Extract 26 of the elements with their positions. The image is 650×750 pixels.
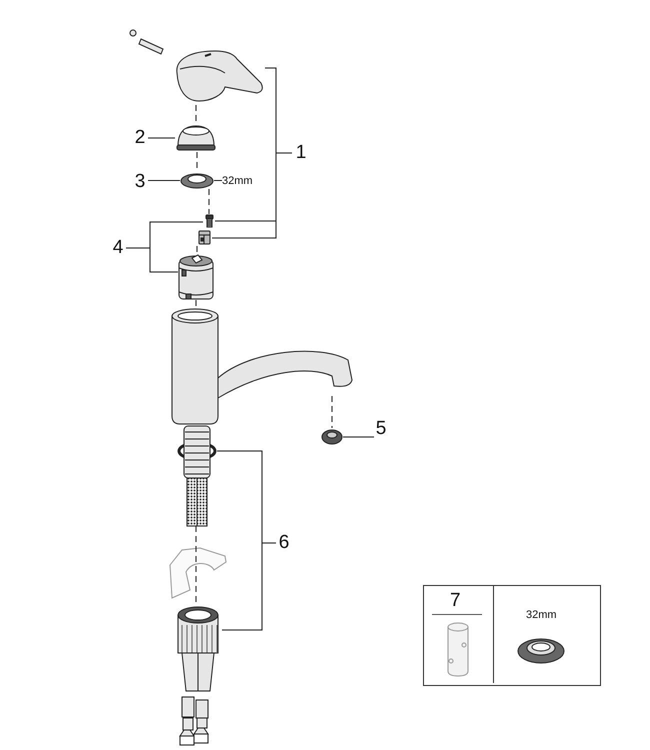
leader-line: [222, 542, 276, 630]
callout-number: 1: [292, 142, 310, 164]
callout-number: 7: [450, 590, 461, 612]
callout-number: 5: [374, 418, 388, 440]
nut-drawing: [180, 172, 214, 189]
assembly-line: [196, 246, 198, 254]
aerator-drawing: [321, 428, 343, 446]
leader-line: [214, 180, 222, 181]
cover-cap-drawing: [175, 124, 217, 152]
leader-line: [342, 436, 374, 438]
spare-parts-panel: [423, 585, 601, 686]
callout-number: 3: [132, 171, 148, 193]
callout-number: 2: [132, 127, 148, 149]
screw-drawing: [203, 214, 215, 228]
dimension-label: 32mm: [222, 174, 262, 188]
o-ring-drawing: [177, 441, 217, 461]
cartridge-drawing: [178, 254, 214, 300]
assembly-line: [208, 188, 210, 214]
callout-number: 6: [276, 532, 292, 554]
leader-line: [148, 180, 180, 181]
leader-line: [126, 248, 178, 272]
leader-line: [212, 152, 292, 238]
hose-drawing: [184, 426, 210, 526]
adapter-drawing: [197, 229, 212, 246]
dimension-label: 32mm: [526, 608, 557, 622]
callout-number: 4: [110, 237, 126, 259]
